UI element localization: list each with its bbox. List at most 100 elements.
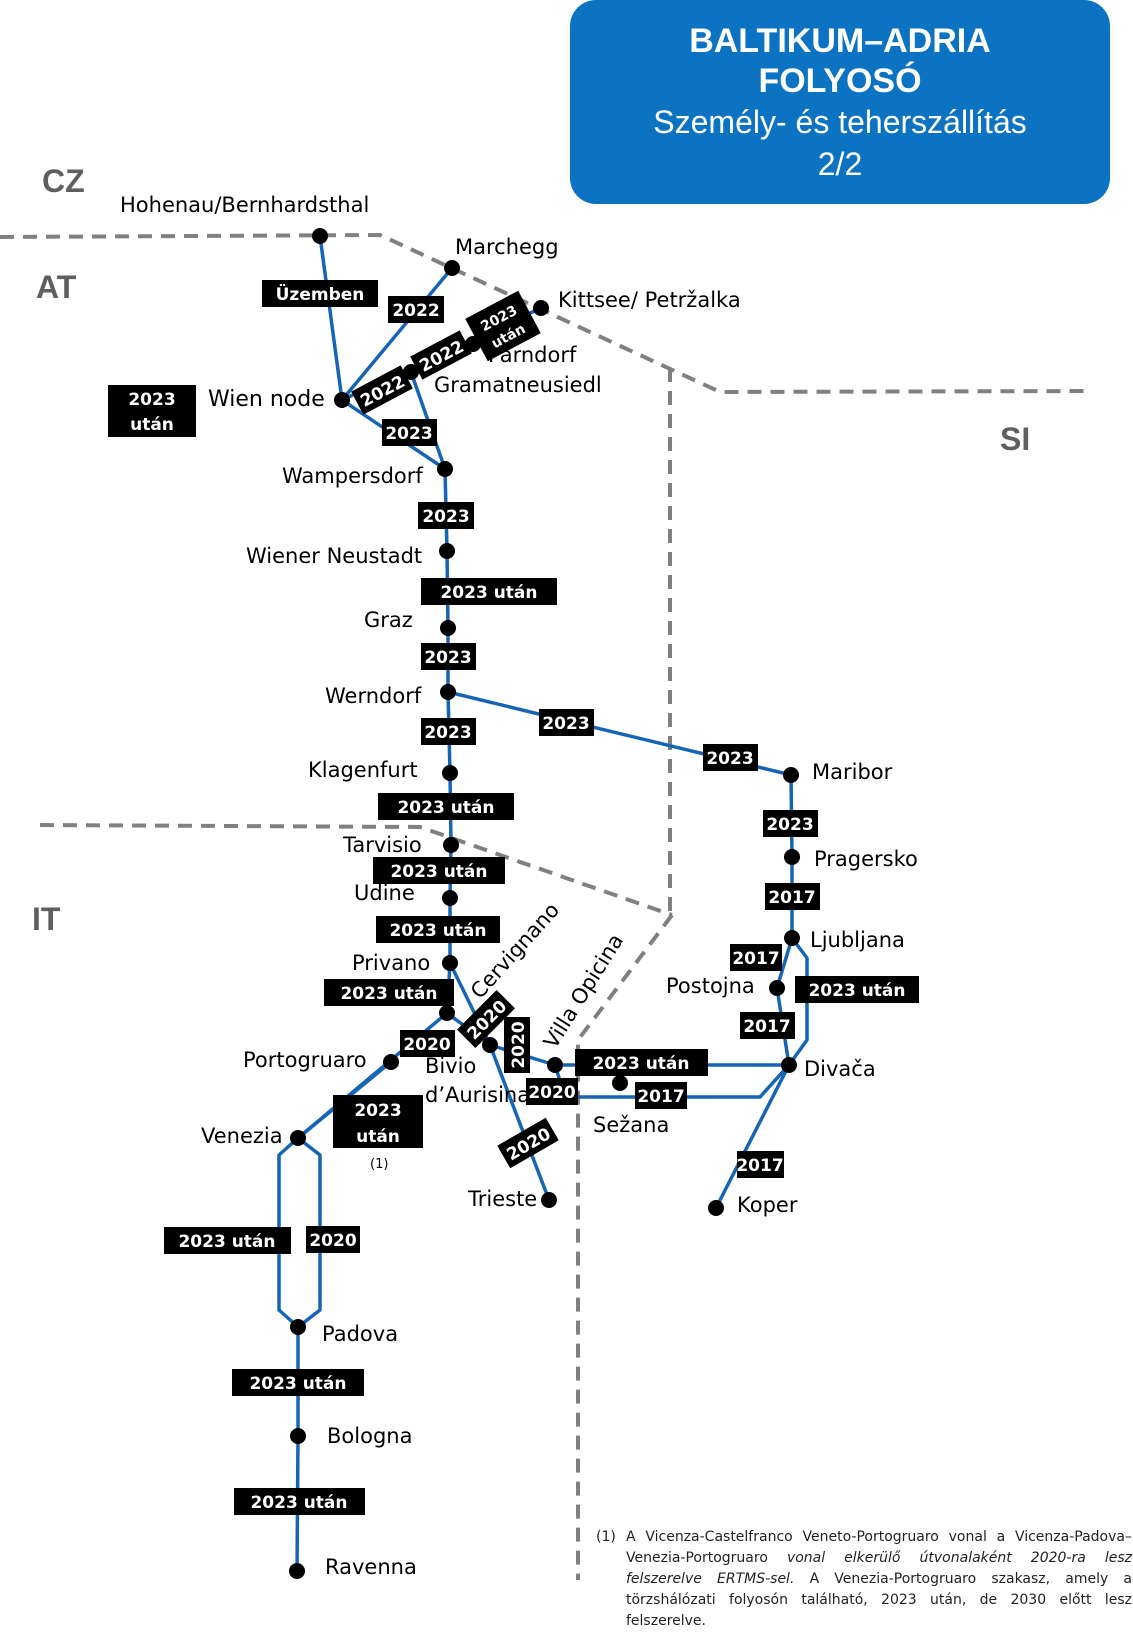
station-dot[interactable] (533, 300, 549, 316)
station-label-bivio-2[interactable]: d’Aurisina (425, 1083, 530, 1107)
status-tag: 2020 (497, 1117, 559, 1169)
footnote: (1) A Vicenza-Castelfranco Veneto-Portog… (596, 1527, 1132, 1632)
status-tag: 2022 (351, 365, 413, 415)
status-tag: Üzemben (262, 280, 378, 307)
station-label-gramatneusiedl[interactable]: Gramatneusiedl (434, 373, 602, 397)
station-dots (289, 228, 800, 1579)
station-dot[interactable] (612, 1075, 628, 1091)
status-tag: 2023 után (234, 1488, 365, 1515)
station-dot[interactable] (440, 684, 456, 700)
footnote-text-b: vonal elkerülő útvonalaként 2020-ra lesz… (626, 1550, 1132, 1587)
svg-text:2023: 2023 (385, 424, 432, 444)
station-dot[interactable] (482, 1037, 498, 1053)
station-label-werndorf[interactable]: Werndorf (325, 684, 422, 708)
station-dot[interactable] (290, 1319, 306, 1335)
svg-text:2023: 2023 (128, 390, 175, 410)
station-dot[interactable] (334, 392, 350, 408)
svg-text:2020: 2020 (403, 1035, 450, 1055)
station-label-graz[interactable]: Graz (364, 608, 413, 632)
footnote-text-c: A Venezia-Portogruaro szakasz, amely a t… (626, 1571, 1133, 1629)
station-label-trieste[interactable]: Trieste (467, 1187, 537, 1211)
status-tag: 2023 (763, 810, 818, 837)
station-dot[interactable] (290, 1130, 306, 1146)
status-tag: 2017 (730, 944, 782, 971)
station-dot[interactable] (442, 890, 458, 906)
svg-text:2023 után: 2023 után (389, 921, 486, 941)
station-label-sezana[interactable]: Sežana (593, 1113, 669, 1137)
station-dot[interactable] (784, 930, 800, 946)
status-tag: 2017 (635, 1082, 687, 1109)
station-label-bivio-1[interactable]: Bivio (425, 1054, 476, 1078)
country-label-at: AT (36, 269, 77, 305)
station-label-venezia[interactable]: Venezia (201, 1124, 283, 1148)
station-label-ravenna[interactable]: Ravenna (325, 1555, 417, 1579)
station-label-hohenau[interactable]: Hohenau/Bernhardsthal (120, 193, 369, 217)
station-dot[interactable] (442, 765, 458, 781)
station-dot[interactable] (312, 228, 328, 244)
station-dot[interactable] (769, 980, 785, 996)
svg-text:2023 után: 2023 után (592, 1054, 689, 1074)
svg-text:2017: 2017 (768, 888, 815, 908)
status-tag: 2023 után (795, 976, 919, 1003)
station-dot[interactable] (440, 620, 456, 636)
status-tag: 2022 (388, 296, 444, 323)
station-dot[interactable] (290, 1428, 306, 1444)
station-dot[interactable] (403, 364, 419, 380)
station-dot[interactable] (439, 543, 455, 559)
status-tag: 2017 (740, 1012, 795, 1039)
station-dot[interactable] (442, 955, 458, 971)
svg-text:2017: 2017 (736, 1156, 783, 1176)
station-dot[interactable] (784, 849, 800, 865)
station-label-koper[interactable]: Koper (737, 1193, 798, 1217)
status-tag: 2023 (418, 502, 474, 529)
station-label-padova[interactable]: Padova (322, 1322, 398, 1346)
station-label-klagenfurt[interactable]: Klagenfurt (308, 758, 418, 782)
station-dot[interactable] (383, 1054, 399, 1070)
country-label-it: IT (32, 901, 61, 937)
status-tag: 2023 után (575, 1049, 708, 1076)
svg-text:2023 után: 2023 után (808, 981, 905, 1001)
status-tag: 2023 után (373, 857, 505, 884)
status-tag: 2017 (765, 883, 820, 910)
station-label-privano[interactable]: Privano (352, 951, 430, 975)
station-label-maribor[interactable]: Maribor (812, 760, 893, 784)
station-label-cervignano[interactable]: Cervignano (466, 898, 564, 1003)
status-tag: 2023 (539, 709, 594, 736)
title-line-1: BALTIKUM–ADRIA (689, 22, 991, 60)
station-label-tarvisio[interactable]: Tarvisio (342, 833, 422, 857)
station-dot[interactable] (708, 1200, 724, 1216)
station-label-ljubljana[interactable]: Ljubljana (810, 928, 905, 952)
station-dot[interactable] (289, 1563, 305, 1579)
station-dot[interactable] (439, 1005, 455, 1021)
station-label-divaca[interactable]: Divača (804, 1057, 876, 1081)
svg-text:2023: 2023 (422, 507, 469, 527)
svg-text:2020: 2020 (509, 1021, 529, 1068)
station-dot[interactable] (444, 260, 460, 276)
station-label-wien[interactable]: Wien node (208, 387, 325, 412)
station-dot[interactable] (437, 461, 453, 477)
station-dot[interactable] (781, 1057, 797, 1073)
station-label-marchegg[interactable]: Marchegg (455, 235, 559, 259)
country-labels: CZ AT SI IT (32, 163, 1030, 937)
station-label-bologna[interactable]: Bologna (327, 1424, 412, 1448)
station-dot[interactable] (783, 767, 799, 783)
station-label-portogruaro[interactable]: Portogruaro (243, 1048, 367, 1072)
svg-text:2023 után: 2023 után (440, 583, 537, 603)
status-tag: 2023 után (378, 793, 514, 820)
station-label-kittsee[interactable]: Kittsee/ Petržalka (558, 288, 741, 312)
station-label-wiener-neustadt[interactable]: Wiener Neustadt (246, 544, 422, 568)
station-label-pragersko[interactable]: Pragersko (814, 847, 918, 871)
svg-text:után: után (130, 415, 174, 435)
status-tag: 2023 után (232, 1369, 364, 1396)
status-tag: 2023 után (421, 578, 557, 605)
footnote-reference: (1) (370, 1157, 388, 1172)
station-label-udine[interactable]: Udine (354, 881, 415, 905)
title-line-3: Személy- és teherszállítás (653, 104, 1027, 140)
station-label-postojna[interactable]: Postojna (666, 974, 755, 998)
station-dot[interactable] (541, 1192, 557, 1208)
station-dot[interactable] (547, 1057, 563, 1073)
station-label-wampersdorf[interactable]: Wampersdorf (282, 464, 423, 488)
station-dot[interactable] (443, 837, 459, 853)
